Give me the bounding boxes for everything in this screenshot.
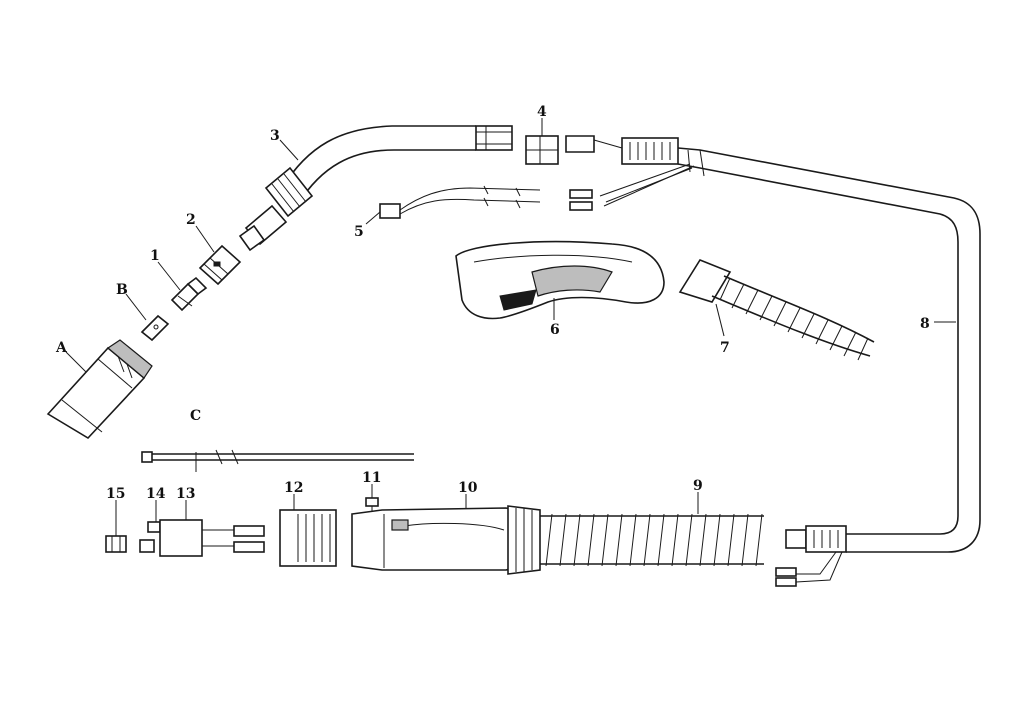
callout-6: 6 (550, 322, 560, 338)
callout-15: 15 (106, 486, 125, 502)
callout-3: 3 (270, 128, 280, 144)
part-15-nut (105, 535, 127, 553)
part-b-contact-tip (140, 314, 170, 342)
callout-1: 1 (150, 248, 160, 264)
callout-4: 4 (537, 104, 547, 120)
part-5-trigger-switch (379, 185, 541, 219)
callout-c: C (190, 408, 201, 424)
part-4-sleeve (525, 135, 559, 165)
part-3-swan-neck (238, 125, 513, 252)
callout-9: 9 (693, 478, 703, 494)
callout-2: 2 (186, 212, 196, 228)
callout-13: 13 (176, 486, 195, 502)
callout-5: 5 (354, 224, 364, 240)
callout-11: 11 (362, 470, 381, 486)
callout-7: 7 (720, 340, 730, 356)
part-1-tip-holder (170, 276, 208, 312)
part-2-insulator (198, 244, 242, 286)
part-c-liner (141, 449, 414, 465)
callout-8: 8 (920, 316, 930, 332)
part-9-spring (540, 513, 764, 567)
callout-14: 14 (146, 486, 166, 502)
part-10-handle-body (351, 505, 541, 575)
part-6-handle (455, 240, 665, 320)
callout-10: 10 (458, 480, 478, 496)
part-13-14-connector (139, 519, 265, 557)
part-7-spring-guard (678, 259, 875, 361)
part-a-nozzle (46, 339, 153, 440)
callout-b: B (116, 282, 128, 298)
part-8-cable-assembly (565, 135, 981, 587)
callout-a: A (55, 340, 68, 356)
callout-12: 12 (284, 480, 303, 496)
part-12-locking-nut (279, 509, 337, 567)
leader-lines (65, 118, 956, 536)
